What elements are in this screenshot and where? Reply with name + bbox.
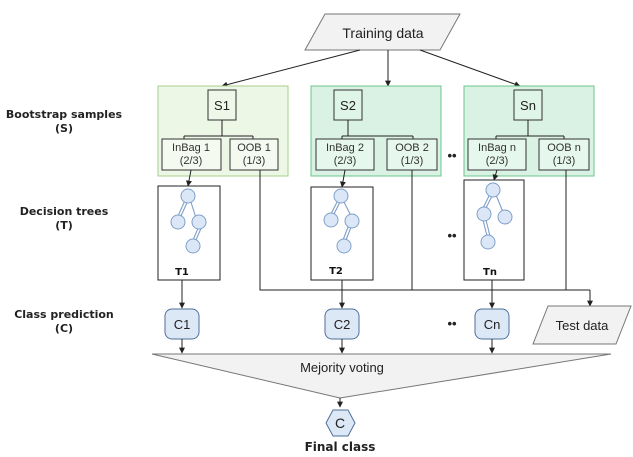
tree1-node-left bbox=[170, 214, 186, 230]
training-data-node: Training data bbox=[304, 13, 461, 51]
final-class-caption: Final class bbox=[305, 440, 376, 454]
row-label-decision: Decision trees (T) bbox=[20, 205, 109, 232]
ellipsis-samples: •• bbox=[447, 148, 457, 163]
oob-n-line2: (1/3) bbox=[553, 155, 576, 167]
test-data-label: Test data bbox=[556, 318, 610, 333]
decision-tree-1: T1 bbox=[157, 185, 221, 281]
training-data-label: Training data bbox=[342, 25, 423, 41]
classifier-c1: C1 bbox=[164, 308, 200, 340]
inbag-2-line2: (2/3) bbox=[334, 155, 357, 167]
decision-tree-2: T2 bbox=[310, 186, 374, 281]
tree1-node-root bbox=[180, 188, 196, 204]
row-label-class-line1: Class prediction bbox=[14, 308, 114, 321]
bootstrap-group-n: Sn InBag n (2/3) OOB n (1/3) bbox=[463, 85, 595, 177]
decision-tree-n: Tn bbox=[463, 179, 525, 281]
classifier-cn-label: Cn bbox=[484, 317, 501, 332]
tree2-node-root bbox=[333, 188, 349, 204]
treen-label: Tn bbox=[483, 267, 497, 278]
row-label-bootstrap-line2: (S) bbox=[55, 122, 73, 135]
edge-inbagn-treen bbox=[492, 169, 499, 181]
treen-node-root bbox=[485, 182, 501, 198]
tree1-node-right bbox=[191, 214, 207, 230]
oob-1-line2: (1/3) bbox=[243, 155, 266, 167]
tree2-label: T2 bbox=[329, 266, 343, 277]
classifier-c2-label: C2 bbox=[334, 317, 351, 332]
oob-box-n bbox=[538, 138, 590, 171]
classifier-c1-label: C1 bbox=[174, 317, 191, 332]
bootstrap-group-1: S1 InBag 1 (2/3) OOB 1 (1/3) bbox=[157, 85, 289, 177]
tree2-node-right bbox=[344, 213, 360, 229]
ellipsis-trees: •• bbox=[447, 228, 457, 243]
inbag-2-line1: InBag 2 bbox=[326, 142, 364, 154]
edge-inbag2-tree2 bbox=[339, 169, 346, 188]
tree1-node-leaf bbox=[185, 238, 201, 254]
treen-node-leaf bbox=[480, 234, 496, 250]
inbag-1-line1: InBag 1 bbox=[172, 142, 210, 154]
bootstrap-group-2: S2 InBag 2 (2/3) OOB 2 (1/3) bbox=[310, 85, 442, 177]
inbag-box-1 bbox=[161, 138, 222, 171]
treen-node-left bbox=[476, 206, 492, 222]
row-label-class-prediction: Class prediction (C) bbox=[14, 308, 114, 335]
tree2-node-leaf bbox=[336, 238, 352, 254]
classifier-c2: C2 bbox=[324, 308, 360, 340]
oob-box-2 bbox=[386, 138, 438, 171]
row-label-decision-line1: Decision trees bbox=[20, 205, 109, 218]
oob-n-line1: OOB n bbox=[547, 142, 581, 154]
tree1-label: T1 bbox=[175, 267, 189, 278]
row-label-bootstrap-line1: Bootstrap samples bbox=[6, 108, 123, 121]
sample-node-sn bbox=[513, 89, 543, 121]
final-node-label: C bbox=[335, 415, 345, 431]
oob-1-line1: OOB 1 bbox=[237, 142, 271, 154]
sample-label-s2: S2 bbox=[340, 98, 356, 113]
edge-inbag1-tree1 bbox=[186, 169, 192, 187]
treen-node-right bbox=[497, 209, 513, 225]
ellipsis-classifiers: •• bbox=[447, 316, 457, 331]
oob-box-1 bbox=[229, 138, 279, 171]
sample-label-s1: S1 bbox=[214, 98, 230, 113]
row-label-decision-line2: (T) bbox=[55, 219, 73, 232]
sample-label-sn: Sn bbox=[520, 98, 536, 113]
classifier-cn: Cn bbox=[474, 308, 510, 340]
edge-training-s1 bbox=[221, 49, 361, 88]
voting-label: Mejority voting bbox=[300, 360, 384, 375]
majority-voting: Mejority voting bbox=[151, 353, 612, 399]
row-label-bootstrap: Bootstrap samples (S) bbox=[6, 108, 123, 135]
final-class-node: C bbox=[325, 409, 356, 437]
test-data-node: Test data bbox=[532, 305, 632, 345]
oob-2-line2: (1/3) bbox=[401, 155, 424, 167]
inbag-box-n bbox=[467, 138, 527, 171]
tree2-node-left bbox=[323, 212, 339, 228]
inbag-1-line2: (2/3) bbox=[180, 155, 203, 167]
oob-2-line1: OOB 2 bbox=[395, 142, 429, 154]
inbag-n-line1: InBag n bbox=[478, 142, 516, 154]
inbag-n-line2: (2/3) bbox=[486, 155, 509, 167]
sample-node-s1 bbox=[207, 89, 237, 121]
edge-training-sn bbox=[419, 49, 521, 87]
row-label-class-line2: (C) bbox=[55, 322, 73, 335]
inbag-box-2 bbox=[315, 138, 375, 171]
oob1-route bbox=[259, 170, 590, 291]
